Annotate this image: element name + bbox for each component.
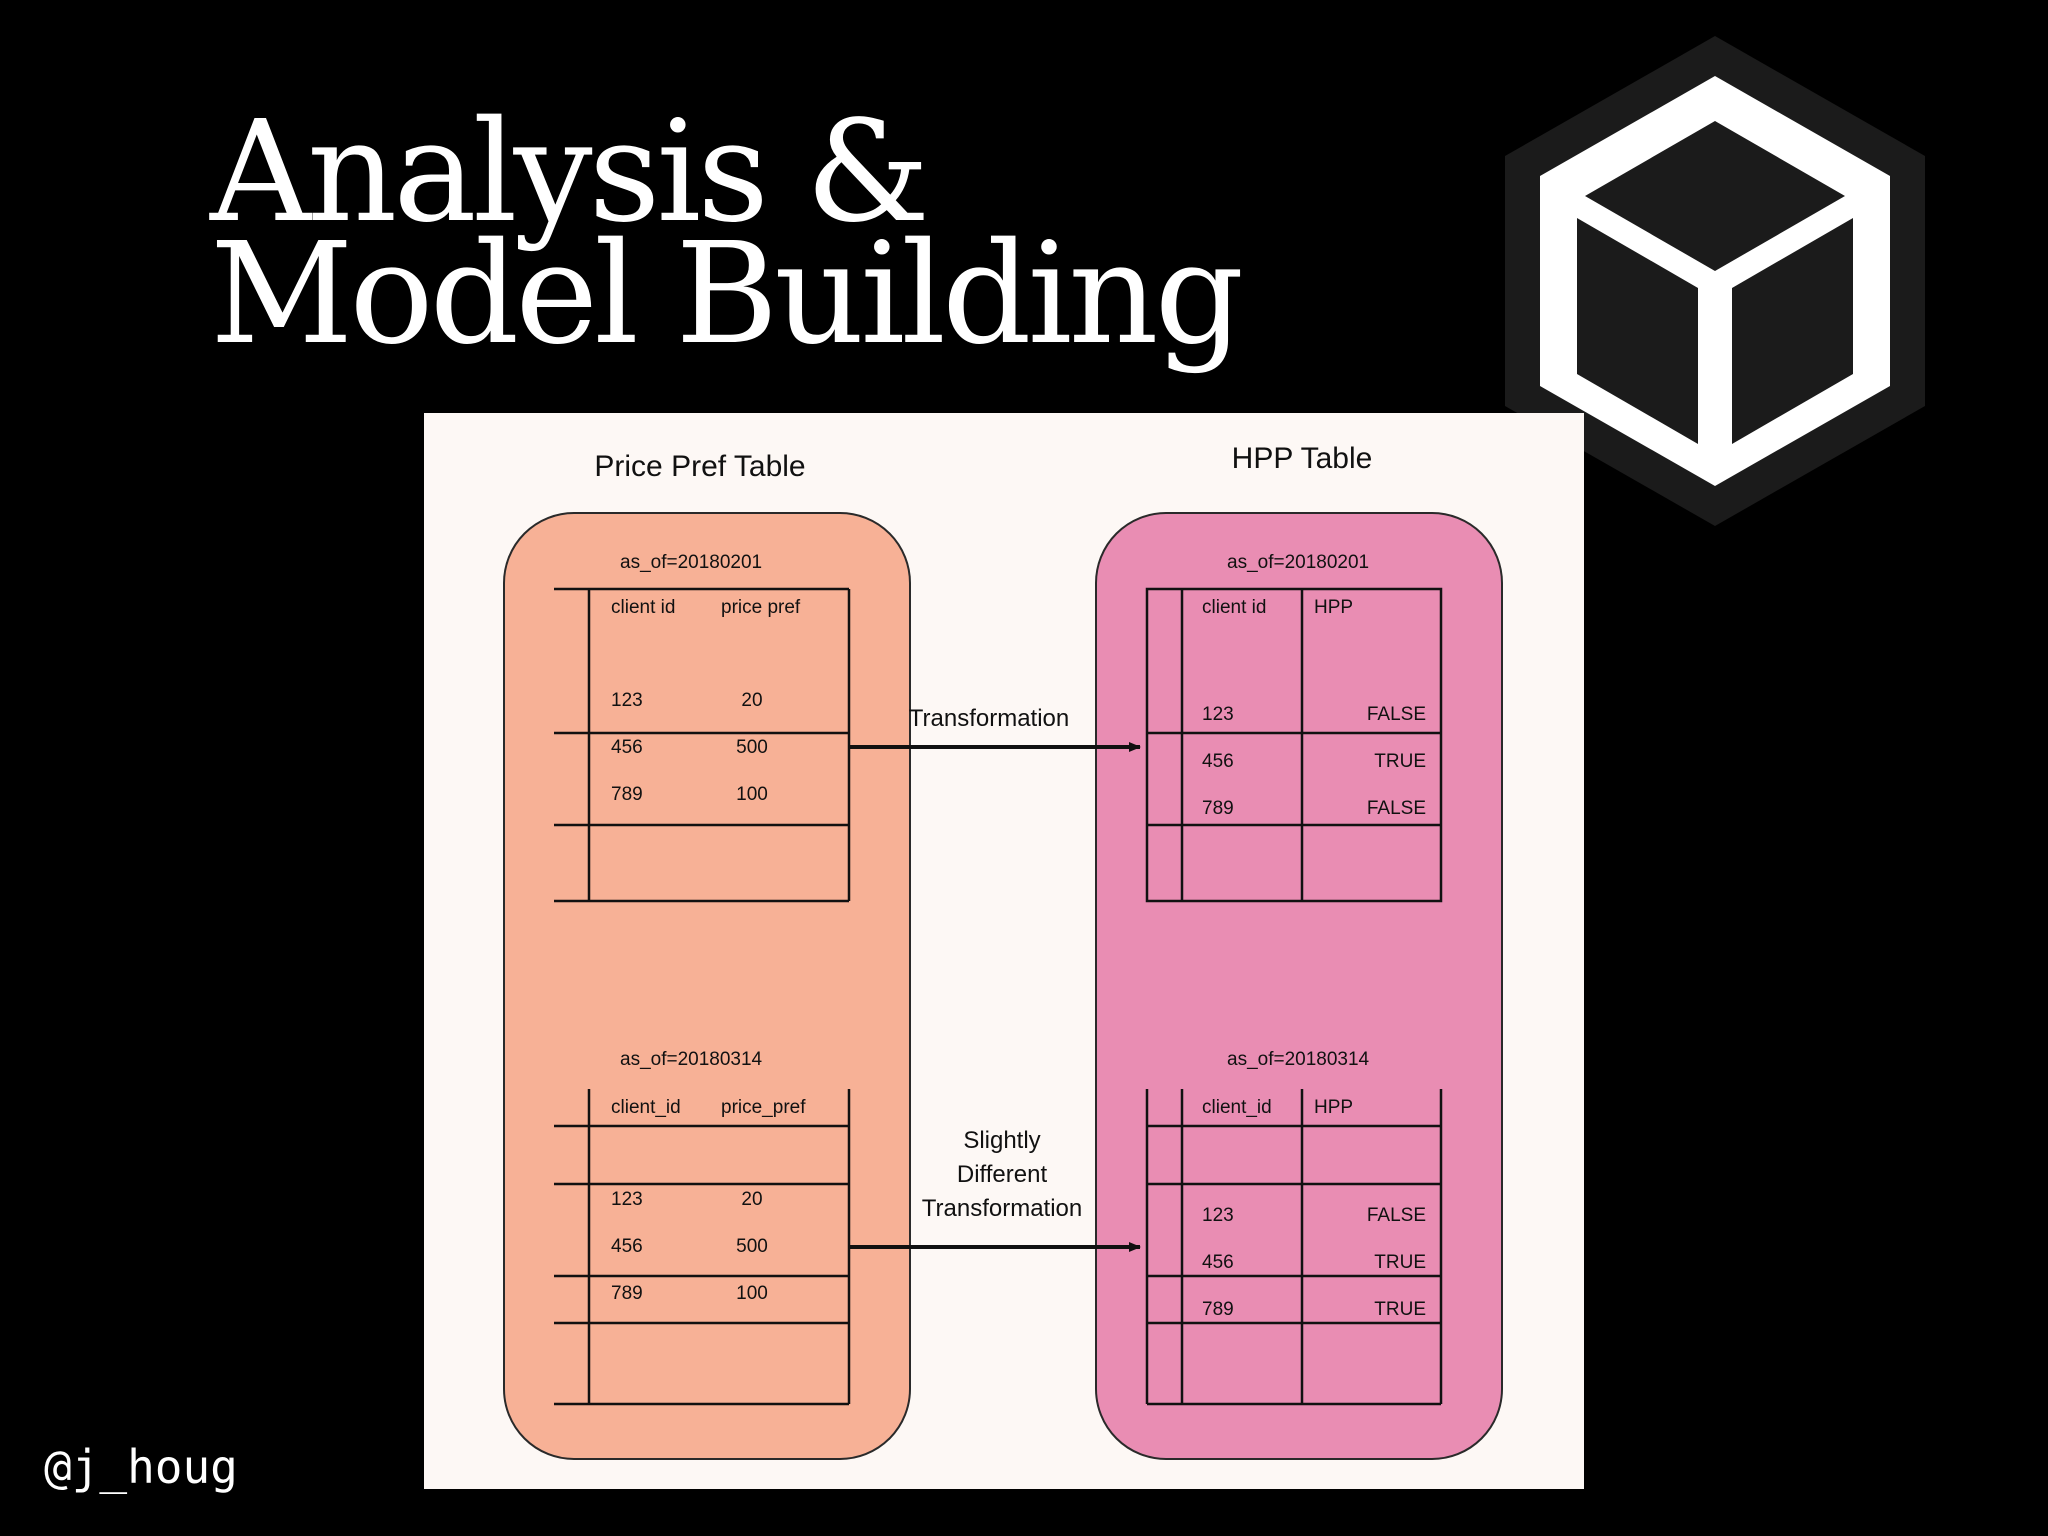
- table-cell: 789: [611, 1283, 643, 1304]
- slightly-different-label-line-2: Different: [957, 1161, 1048, 1188]
- hpp-table-title: HPP Table: [1232, 442, 1373, 475]
- slightly-different-label-line-3: Transformation: [922, 1195, 1083, 1222]
- table-cell: 123: [1202, 1205, 1234, 1226]
- table-cell: FALSE: [1367, 704, 1426, 725]
- table-cell: TRUE: [1374, 1299, 1426, 1320]
- title-line-1: Analysis &: [210, 91, 930, 254]
- twitter-handle: @j_houg: [44, 1440, 238, 1494]
- price-pref-table-title: Price Pref Table: [594, 450, 805, 483]
- right-top-partition-label: as_of=20180201: [1227, 552, 1369, 573]
- table-cell: 789: [611, 784, 643, 805]
- table-cell: 100: [736, 784, 768, 805]
- column-header: HPP: [1314, 597, 1353, 618]
- table-cell: 123: [611, 690, 643, 711]
- table-cell: 456: [1202, 1252, 1234, 1273]
- right-top-table: [1145, 587, 1443, 903]
- table-cell: 123: [1202, 704, 1234, 725]
- transformation-label: Transformation: [909, 705, 1070, 732]
- slightly-different-label-line-1: Slightly: [963, 1127, 1040, 1154]
- right-bottom-table: [1145, 1089, 1443, 1406]
- table-cell: FALSE: [1367, 1205, 1426, 1226]
- table-cell: 20: [741, 1189, 762, 1210]
- table-cell: FALSE: [1367, 798, 1426, 819]
- column-header: price pref: [721, 597, 801, 618]
- table-cell: 456: [611, 737, 643, 758]
- table-cell: 500: [736, 737, 768, 758]
- table-cell: 100: [736, 1283, 768, 1304]
- right-bottom-partition-label: as_of=20180314: [1227, 1049, 1370, 1070]
- table-cell: 789: [1202, 798, 1234, 819]
- title-line-2: Model Building: [210, 213, 1244, 376]
- left-top-partition-label: as_of=20180201: [620, 552, 762, 573]
- left-bottom-partition-label: as_of=20180314: [620, 1049, 763, 1070]
- column-header: client id: [611, 597, 675, 618]
- column-header: client_id: [611, 1097, 681, 1118]
- table-cell: TRUE: [1374, 1252, 1426, 1273]
- table-cell: 500: [736, 1236, 768, 1257]
- table-cell: 456: [611, 1236, 643, 1257]
- table-cell: 789: [1202, 1299, 1234, 1320]
- hpp-panel: [1095, 512, 1503, 1460]
- slide-title: Analysis & Model Building: [210, 91, 1244, 376]
- table-cell: TRUE: [1374, 751, 1426, 772]
- table-cell: 20: [741, 690, 762, 711]
- price-pref-panel: [503, 512, 911, 1460]
- column-header: price_pref: [721, 1097, 806, 1118]
- column-header: client_id: [1202, 1097, 1272, 1118]
- cube-logo-icon: [1505, 36, 1925, 526]
- table-transformation-diagram: Price Pref Table HPP Table: [424, 413, 1584, 1489]
- table-cell: 123: [611, 1189, 643, 1210]
- column-header: client id: [1202, 597, 1266, 618]
- column-header: HPP: [1314, 1097, 1353, 1118]
- left-top-table: [554, 587, 851, 903]
- table-cell: 456: [1202, 751, 1234, 772]
